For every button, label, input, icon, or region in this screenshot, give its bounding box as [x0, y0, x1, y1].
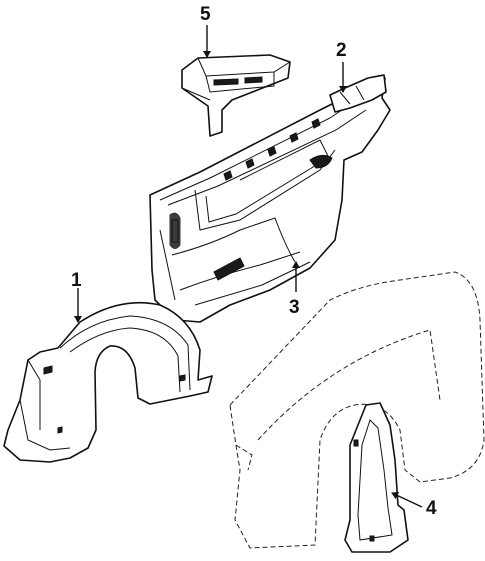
leader-lines: [74, 25, 423, 508]
leader-4: [391, 491, 423, 508]
callout-1-label: 1: [71, 270, 82, 291]
part-3-inner-panel: [149, 77, 391, 323]
callout-4-label: 4: [426, 498, 437, 519]
callout-5-label: 5: [200, 4, 211, 25]
callout-3-label: 3: [289, 297, 300, 318]
part-1-wheelhouse: [3, 301, 213, 463]
part-2-upper-rail: [329, 74, 387, 113]
callout-2-label: 2: [336, 40, 347, 61]
part-5-bracket: [181, 54, 291, 137]
part-4-splash-shield: [344, 402, 409, 553]
quarter-panel-outline: [229, 271, 485, 549]
callout-labels: 1 2 3 4 5: [71, 4, 437, 519]
